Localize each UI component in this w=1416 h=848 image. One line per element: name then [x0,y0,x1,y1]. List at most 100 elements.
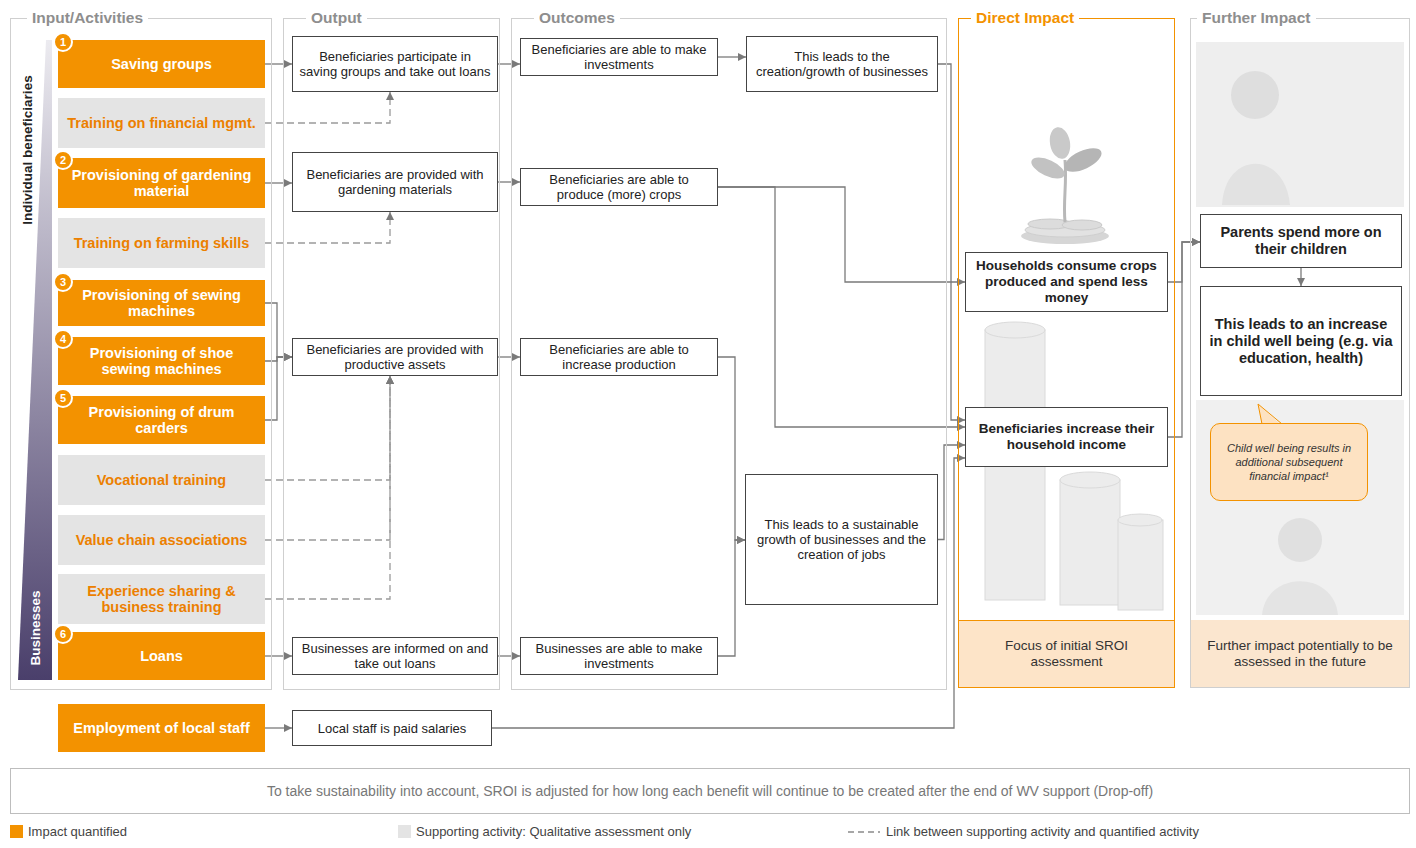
column-panel: OutcomesBeneficiaries are able to make i… [511,18,947,690]
child-head [1231,71,1279,119]
connector [718,187,965,427]
activity-box: Provisioning of sewing machines [58,280,265,326]
process-box: Beneficiaries are able to make investmen… [520,38,718,76]
panel-heading: Output [306,9,367,27]
impact-box: Beneficiaries increase their household i… [965,407,1168,467]
box-label: Beneficiaries are able to increase produ… [527,342,711,372]
connector [718,357,745,540]
callout-number: 1 [53,32,73,52]
process-box: Beneficiaries are able to produce (more)… [520,168,718,206]
callout-number: 4 [53,329,73,349]
box-label: Employment of local staff [73,720,249,736]
column-panel: Further ImpactParents spend more on thei… [1190,18,1410,688]
box-label: Parents spend more on their children [1207,224,1395,258]
coin-stack [1060,480,1120,605]
box-label: Further impact potentially to be assesse… [1201,638,1399,670]
box-label: This leads to the creation/growth of bus… [753,49,931,79]
box-label: Provisioning of gardening material [66,167,257,199]
supporting-box: Value chain associations [58,515,265,565]
group-label: Businesses [28,590,44,665]
process-box: This leads to a sustainable growth of bu… [745,474,938,605]
callout-bubble: Child well being results in additional s… [1210,423,1368,501]
note-box: To take sustainability into account, SRO… [10,768,1410,814]
dashed-line-sample [848,831,880,832]
box-label: This leads to an increase in child well … [1207,316,1395,367]
legend-swatch [10,825,23,838]
focus-band: Focus of initial SROI assessment [959,620,1174,687]
column-panel: Input/ActivitiesSaving groupsTraining on… [10,18,272,690]
supporting-box: Training on farming skills [58,218,265,268]
group-label: Individual beneficiaries [20,75,36,224]
coin-stack [1118,520,1163,610]
connector [1168,242,1200,282]
box-label: Beneficiaries increase their household i… [972,421,1161,453]
impact-box: Households consume crops produced and sp… [965,252,1168,312]
coin [1060,472,1120,488]
box-label: Saving groups [111,56,212,72]
callout-number: 5 [53,388,73,408]
box-label: Provisioning of drum carders [66,404,257,436]
child-body [1262,581,1338,615]
process-box: This leads to the creation/growth of bus… [746,36,938,92]
gradient-bar [18,40,52,680]
box-label: Local staff is paid salaries [318,721,467,736]
supporting-box: Training on financial mgmt. [58,98,265,148]
connector [498,63,520,64]
box-label: Focus of initial SROI assessment [969,638,1164,670]
box-label: Businesses are able to make investments [527,641,711,671]
connector [718,540,745,656]
coin [1062,220,1102,230]
process-box: Local staff is paid salaries [292,710,492,746]
connector [498,356,520,357]
box-label: Provisioning of shoe sewing machines [66,345,257,377]
connector [498,655,520,656]
connector [265,727,292,728]
callout-number: 6 [53,624,73,644]
connector [265,357,292,420]
box-label: Beneficiaries participate in saving grou… [299,49,491,79]
process-box: Beneficiaries participate in saving grou… [292,36,498,92]
connector [1168,242,1200,437]
box-label: Child well being results in additional s… [1219,441,1359,483]
box-label: Vocational training [97,472,226,488]
callout-number: 3 [53,272,73,292]
box-label: Beneficiaries are provided with gardenin… [299,167,491,197]
legend-text: Impact quantified [28,824,127,840]
box-label: This leads to a sustainable growth of bu… [752,517,931,562]
photo [1196,400,1404,615]
box-label: Beneficiaries are provided with producti… [299,342,491,372]
connector [938,64,965,420]
connector [265,655,292,656]
process-box: Businesses are informed on and take out … [292,637,498,675]
panel-heading: Direct Impact [971,9,1079,27]
activity-box: Provisioning of gardening material [58,158,265,208]
connector [265,182,292,183]
leaf [1047,126,1072,161]
child-body [1222,164,1290,205]
activity-box: Loans [58,632,265,680]
column-panel: Direct ImpactHouseholds consume crops pr… [958,18,1175,688]
box-label: Training on farming skills [74,235,250,251]
coin [985,322,1045,338]
photo [1196,42,1404,207]
legend-text: Link between supporting activity and qua… [886,824,1199,840]
box-label: Beneficiaries are able to make investmen… [527,42,711,72]
callout-tail-outline [1258,404,1282,424]
connector [492,458,965,728]
box-label: Businesses are informed on and take out … [299,641,491,671]
impact-box: This leads to an increase in child well … [1200,286,1402,396]
connector [718,56,746,57]
box-label: Value chain associations [76,532,248,548]
callout-number: 2 [53,150,73,170]
process-box: Beneficiaries are able to increase produ… [520,338,718,376]
process-box: Beneficiaries are provided with producti… [292,338,498,376]
child-photo-illustration [1196,42,1404,615]
box-label: Households consume crops produced and sp… [972,258,1161,306]
box-label: Experience sharing & business training [66,583,257,615]
impact-box: Parents spend more on their children [1200,214,1402,268]
activity-box: Saving groups [58,40,265,88]
supporting-box: Experience sharing & business training [58,574,265,624]
panel-heading: Further Impact [1197,9,1316,27]
